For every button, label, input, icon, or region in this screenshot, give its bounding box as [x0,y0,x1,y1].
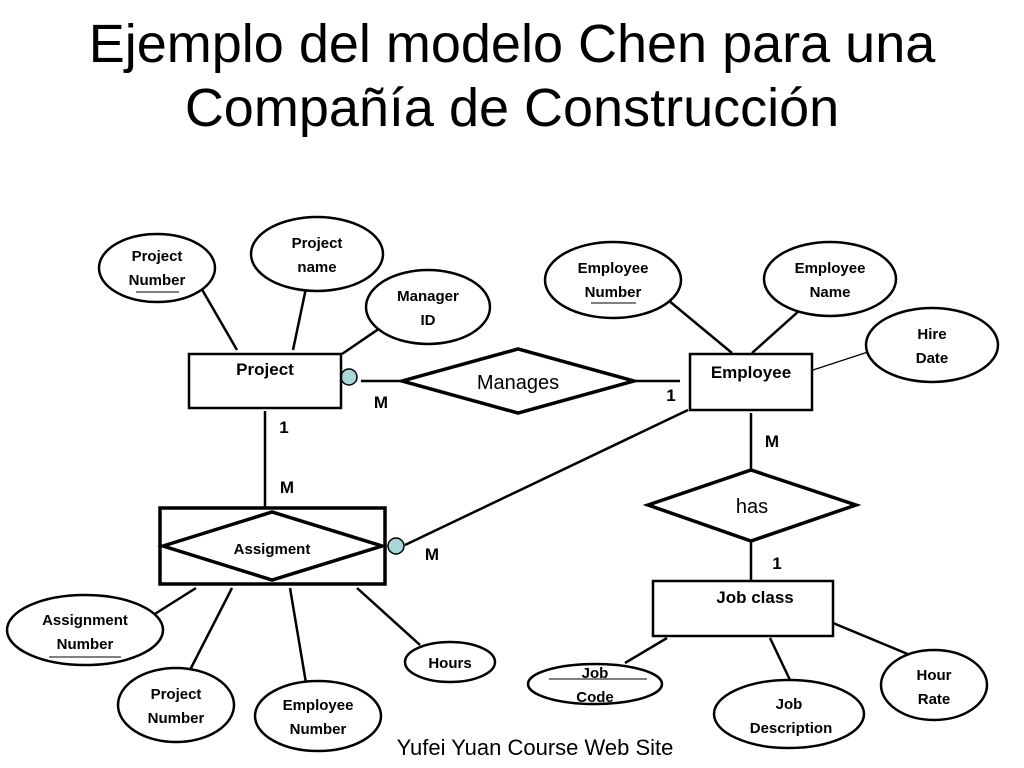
svg-text:Project: Project [132,248,183,265]
optional-circle-project [340,368,358,386]
svg-text:Manager: Manager [397,288,459,305]
line-manager-id [341,324,384,356]
cardinality-employee-manages: 1 [666,386,675,405]
entity-employee-label: Employee [711,363,791,382]
cardinality-assign-employee: M [425,545,439,564]
title-line-1: Ejemplo del modelo Chen para una [88,14,936,74]
optional-circle-assigment [387,537,405,555]
svg-text:Description: Description [750,720,833,737]
relationship-assigment-label: Assigment [234,541,311,558]
connector-lines [149,285,911,684]
svg-text:Number: Number [290,721,347,738]
line-assign-project-number [188,587,234,671]
cardinality-project-assign: 1 [279,418,288,437]
associative-entity-assigment: Assigment [157,506,388,586]
attribute-hours: Hours [403,640,497,684]
slide-title: Ejemplo del modelo Chen para una Compañí… [0,12,1024,140]
cardinality-assign-project: M [280,478,294,497]
cardinality-project-manages: M [374,393,388,412]
attribute-hour-rate: Hour Rate [879,648,989,722]
line-assign-employee-number [288,587,308,684]
line-assignment-number [149,586,197,619]
svg-text:Project: Project [151,686,202,703]
footer-credit: Yufei Yuan Course Web Site [396,735,674,760]
attribute-assignment-number: Assignment Number [5,593,165,667]
line-job-code [624,636,668,665]
svg-text:Job: Job [582,665,609,682]
svg-text:Project: Project [292,235,343,252]
line-employee-name [751,309,801,354]
cardinality-has-jobclass: 1 [772,554,781,573]
line-hire-date [812,351,869,371]
svg-text:Rate: Rate [918,691,951,708]
svg-text:Employee: Employee [578,260,649,277]
svg-text:Employee: Employee [795,260,866,277]
attribute-job-description: Job Description [712,678,866,750]
svg-text:Hire: Hire [917,326,946,343]
entity-project: Project [187,352,343,410]
relationship-manages: Manages [395,347,641,415]
attribute-project-name: Project name [249,215,385,293]
svg-text:Assignment: Assignment [42,612,128,629]
line-job-description [768,637,792,681]
svg-text:Number: Number [585,284,642,301]
attribute-hire-date: Hire Date [864,306,1000,384]
attribute-project-number: Project Number [97,232,217,304]
line-employee-number [667,299,733,354]
attribute-assign-employee-number: Employee Number [253,679,383,753]
attribute-job-code: Job Code [526,662,664,706]
svg-text:ID: ID [421,312,436,329]
relationship-has-label: has [736,496,768,518]
svg-text:Hours: Hours [428,655,471,672]
attribute-manager-id: Manager ID [364,268,492,346]
svg-text:Date: Date [916,350,949,367]
line-hours [356,587,421,646]
entity-project-label: Project [236,360,294,379]
line-project-number [198,285,239,351]
line-project-name [291,287,308,351]
svg-text:Number: Number [148,710,205,727]
svg-text:Hour: Hour [917,667,952,684]
svg-text:Code: Code [576,689,614,706]
svg-text:Job: Job [776,696,803,713]
entity-employee: Employee [688,352,814,412]
svg-text:Number: Number [129,272,186,289]
svg-text:name: name [297,259,336,276]
attribute-employee-number: Employee Number [543,240,683,320]
line-hour-rate [832,621,911,657]
svg-text:Employee: Employee [283,697,354,714]
attribute-employee-name: Employee Name [762,240,898,318]
svg-text:Number: Number [57,636,114,653]
line-employee-assigment [404,408,689,547]
svg-text:Name: Name [810,284,851,301]
cardinality-employee-has: M [765,432,779,451]
attribute-assign-project-number: Project Number [116,666,236,744]
title-line-2: Compañía de Construcción [184,78,840,138]
relationship-manages-label: Manages [477,372,559,394]
relationship-has: has [642,468,862,543]
entity-job-class-label: Job class [716,588,794,607]
entity-job-class: Job class [651,579,835,638]
